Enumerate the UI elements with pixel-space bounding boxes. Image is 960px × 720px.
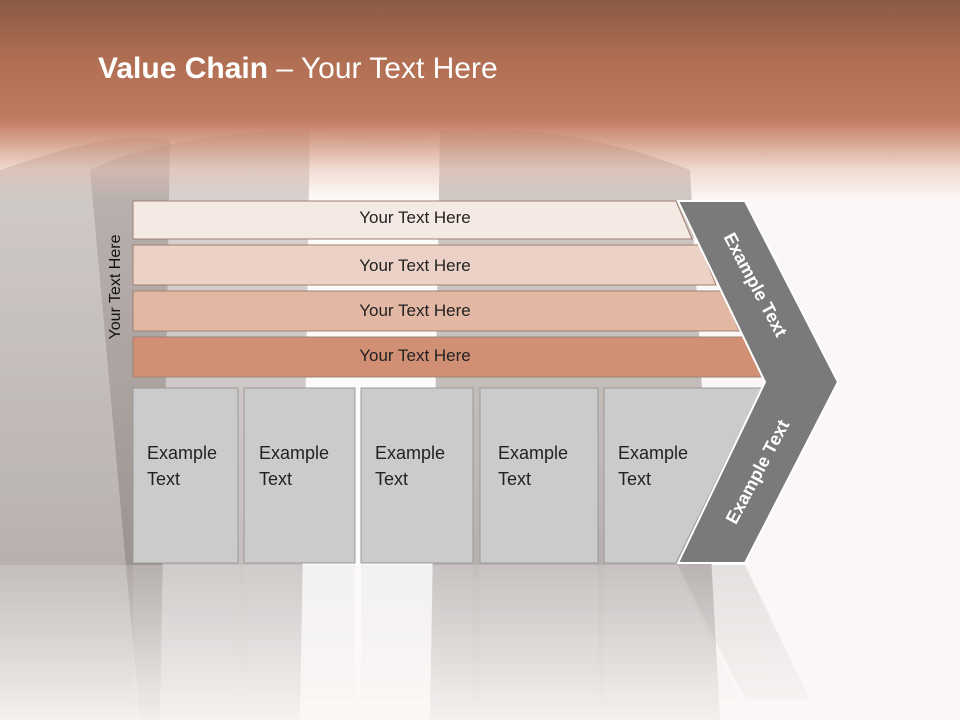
cell-5-line2: Text	[618, 469, 652, 489]
header-band	[0, 0, 960, 200]
cell-4-line1: Example	[498, 443, 569, 463]
cell-box-2	[243, 387, 356, 564]
chevron-arrow	[676, 200, 840, 564]
title-rest: – Your Text Here	[268, 52, 498, 85]
cell-4-line2: Text	[498, 469, 532, 489]
row-bar-1	[132, 200, 693, 240]
cell-1-line1: Example	[147, 443, 218, 463]
reflection-fade	[0, 565, 960, 720]
row-label-4: Your Text Here	[359, 346, 471, 365]
row-bar-2	[132, 244, 717, 286]
cell-3-line1: Example	[375, 443, 446, 463]
title-bold: Value Chain	[98, 52, 269, 85]
row-label-2: Your Text Here	[359, 256, 471, 275]
cell-box-1	[132, 387, 239, 564]
cell-label-3: Example Text	[375, 440, 470, 492]
cell-box-3	[360, 387, 474, 564]
row-label-1: Your Text Here	[359, 208, 471, 227]
cell-label-5: Example Text	[618, 440, 713, 492]
cell-1-line2: Text	[147, 469, 181, 489]
cell-box-4	[479, 387, 599, 564]
cell-5-line1: Example	[618, 443, 689, 463]
row-bar-3	[132, 290, 740, 332]
cell-label-4: Example Text	[498, 440, 593, 492]
cell-2-line2: Text	[259, 469, 293, 489]
cell-2-line1: Example	[259, 443, 330, 463]
cell-label-1: Example Text	[147, 440, 242, 492]
cell-box-5	[603, 387, 763, 564]
row-label-3: Your Text Here	[359, 301, 471, 320]
cell-3-line2: Text	[375, 469, 409, 489]
page-title: Value Chain – Your Text Here	[98, 52, 498, 86]
cell-label-2: Example Text	[259, 440, 354, 492]
